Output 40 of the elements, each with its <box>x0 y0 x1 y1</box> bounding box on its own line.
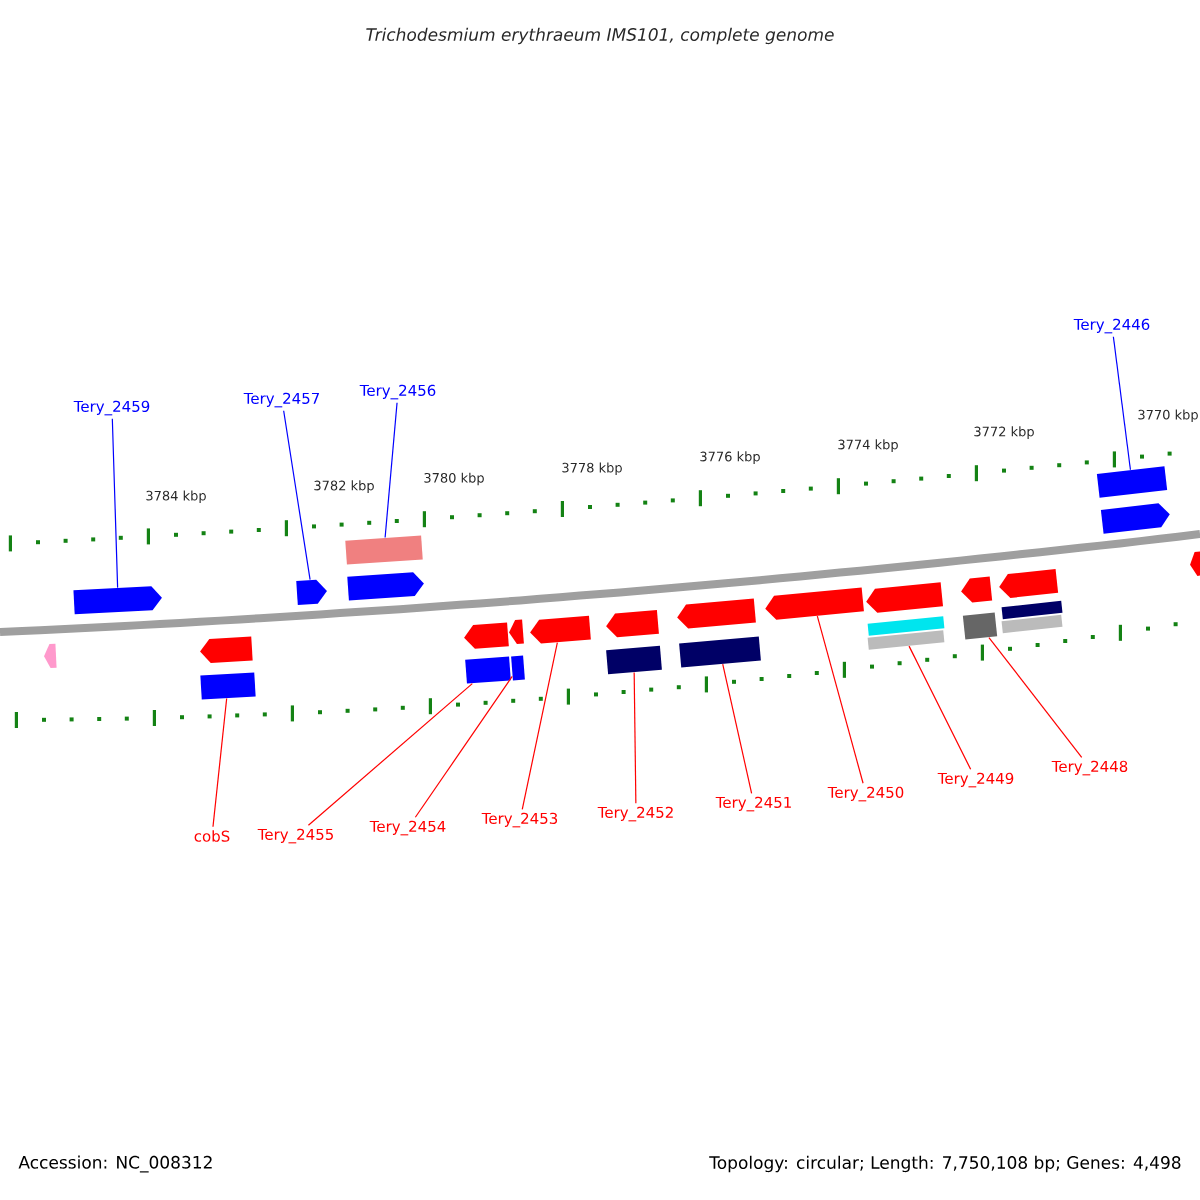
gene-block <box>1100 503 1170 534</box>
title: Trichodesmium erythraeum IMS101, complete genome <box>366 27 834 45</box>
gene-box <box>345 535 423 565</box>
gene-box <box>511 655 525 681</box>
gene-block <box>765 587 864 620</box>
leader-line <box>633 671 637 804</box>
gene-block <box>509 619 524 644</box>
footer-text: Topology: circular; Length: 7,750,108 bp; Genes: 4,498 <box>709 1155 1181 1173</box>
gene-box <box>1001 614 1063 634</box>
leader-line <box>283 410 311 581</box>
gene-box <box>200 672 256 700</box>
gene-box <box>1001 600 1063 620</box>
gene-block <box>677 598 756 629</box>
leader-line <box>414 675 513 818</box>
gene-box <box>1096 466 1168 498</box>
gene-block <box>866 582 943 613</box>
gene-box <box>867 616 945 636</box>
gene-block <box>347 572 424 601</box>
leader-line <box>307 683 473 826</box>
gene-box <box>867 630 945 650</box>
footer-text: Accession: NC_008312 <box>18 1155 212 1173</box>
gene-block <box>530 615 591 644</box>
gene-box <box>679 636 761 668</box>
gene-block <box>296 579 327 605</box>
gene-block <box>1190 551 1200 576</box>
gene-box <box>962 612 998 640</box>
leader-line <box>521 642 558 810</box>
gene-block <box>200 636 253 663</box>
gene-block <box>961 576 993 603</box>
leader-line <box>212 697 228 828</box>
gene-block <box>606 609 659 638</box>
leader-line <box>816 615 864 784</box>
gene-block <box>73 586 162 615</box>
leader-line <box>1112 336 1132 471</box>
leader-line <box>384 402 398 539</box>
gene-block <box>999 569 1059 598</box>
gene-box <box>606 645 662 675</box>
gene-block <box>44 643 57 668</box>
leader-line <box>111 418 119 589</box>
leader-line <box>722 663 753 794</box>
